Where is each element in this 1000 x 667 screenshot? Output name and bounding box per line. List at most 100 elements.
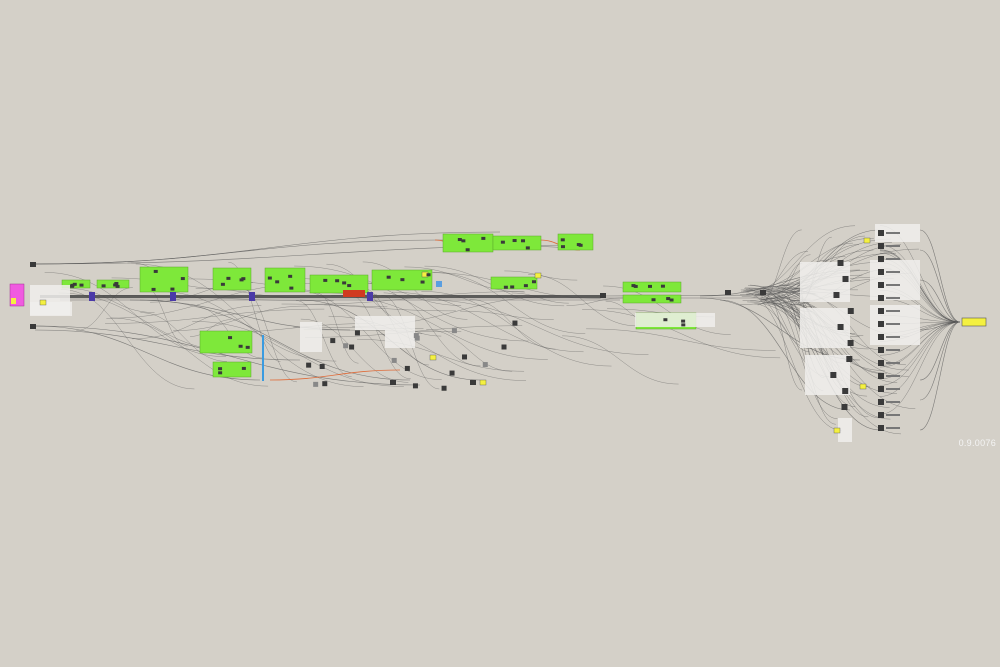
component[interactable]	[391, 357, 397, 363]
input-param[interactable]	[11, 298, 16, 304]
component[interactable]	[239, 278, 244, 282]
component[interactable]	[481, 236, 486, 240]
component[interactable]	[313, 381, 319, 387]
component[interactable]	[420, 280, 425, 284]
component[interactable]	[335, 279, 340, 283]
component[interactable]	[115, 284, 120, 288]
component[interactable]	[669, 298, 674, 302]
component[interactable]	[267, 276, 272, 280]
component[interactable]	[560, 245, 565, 249]
component[interactable]	[501, 344, 507, 350]
component[interactable]	[330, 338, 336, 344]
component[interactable]	[113, 283, 118, 287]
component[interactable]	[228, 336, 233, 340]
yellow-param[interactable]	[863, 237, 871, 244]
component[interactable]	[412, 383, 418, 389]
component[interactable]	[837, 260, 844, 266]
component[interactable]	[878, 321, 884, 327]
component[interactable]	[660, 284, 665, 288]
component[interactable]	[449, 370, 455, 376]
component[interactable]	[319, 363, 325, 369]
component[interactable]	[70, 283, 75, 287]
component[interactable]	[846, 356, 853, 362]
component-node[interactable]	[30, 262, 36, 267]
component[interactable]	[323, 278, 328, 282]
component[interactable]	[663, 318, 668, 322]
panel-group[interactable]	[385, 330, 415, 348]
component[interactable]	[342, 281, 347, 285]
component-group[interactable]	[139, 266, 189, 293]
component[interactable]	[878, 373, 884, 379]
component[interactable]	[521, 239, 526, 243]
output-param[interactable]	[961, 317, 987, 327]
component-group[interactable]	[557, 233, 594, 251]
component[interactable]	[289, 286, 294, 290]
component[interactable]	[525, 246, 530, 250]
panel-component[interactable]	[436, 281, 442, 287]
bus-relay[interactable]	[170, 292, 176, 301]
component[interactable]	[343, 343, 349, 349]
component[interactable]	[878, 412, 884, 418]
component[interactable]	[878, 425, 884, 431]
yellow-param[interactable]	[429, 354, 437, 361]
component[interactable]	[523, 284, 528, 288]
panel-group[interactable]	[300, 322, 322, 352]
component[interactable]	[833, 292, 840, 298]
component[interactable]	[631, 284, 636, 288]
component[interactable]	[413, 333, 419, 339]
component[interactable]	[465, 248, 470, 252]
component[interactable]	[842, 276, 849, 282]
component[interactable]	[512, 239, 517, 243]
component[interactable]	[400, 278, 405, 282]
component[interactable]	[414, 335, 420, 341]
panel-group[interactable]	[30, 302, 72, 316]
component[interactable]	[482, 362, 488, 368]
error-component[interactable]	[343, 290, 365, 297]
component[interactable]	[510, 285, 515, 289]
component[interactable]	[79, 283, 84, 287]
component-group[interactable]	[622, 281, 682, 293]
yellow-param[interactable]	[479, 379, 487, 386]
component-group[interactable]	[212, 361, 252, 378]
component[interactable]	[842, 388, 849, 394]
component[interactable]	[512, 320, 518, 326]
component[interactable]	[218, 367, 223, 371]
component-node[interactable]	[725, 290, 731, 295]
component-node[interactable]	[600, 293, 606, 298]
component[interactable]	[180, 277, 185, 281]
component[interactable]	[841, 404, 848, 410]
component[interactable]	[462, 354, 468, 360]
bus-relay[interactable]	[89, 292, 95, 301]
component[interactable]	[531, 280, 536, 284]
panel-group[interactable]	[635, 313, 715, 327]
component-node[interactable]	[470, 380, 476, 385]
component[interactable]	[275, 280, 280, 284]
component-group[interactable]	[96, 279, 130, 289]
component-node[interactable]	[760, 290, 766, 295]
panel-group[interactable]	[800, 262, 850, 302]
component[interactable]	[170, 287, 175, 291]
component[interactable]	[101, 284, 106, 288]
component[interactable]	[426, 273, 431, 277]
component[interactable]	[500, 240, 505, 244]
component[interactable]	[451, 328, 457, 334]
component[interactable]	[878, 308, 884, 314]
yellow-param[interactable]	[534, 272, 542, 279]
component[interactable]	[878, 399, 884, 405]
component[interactable]	[878, 386, 884, 392]
component[interactable]	[681, 323, 686, 327]
component-node[interactable]	[30, 324, 36, 329]
panel-group[interactable]	[870, 260, 920, 300]
component-node[interactable]	[390, 380, 396, 385]
component[interactable]	[306, 362, 312, 368]
component[interactable]	[226, 276, 231, 280]
component[interactable]	[878, 243, 884, 249]
component-group[interactable]	[199, 330, 253, 354]
component-group[interactable]	[492, 235, 542, 251]
component[interactable]	[461, 239, 466, 243]
component[interactable]	[878, 269, 884, 275]
component[interactable]	[72, 282, 77, 286]
component[interactable]	[441, 385, 447, 391]
component[interactable]	[347, 284, 352, 288]
